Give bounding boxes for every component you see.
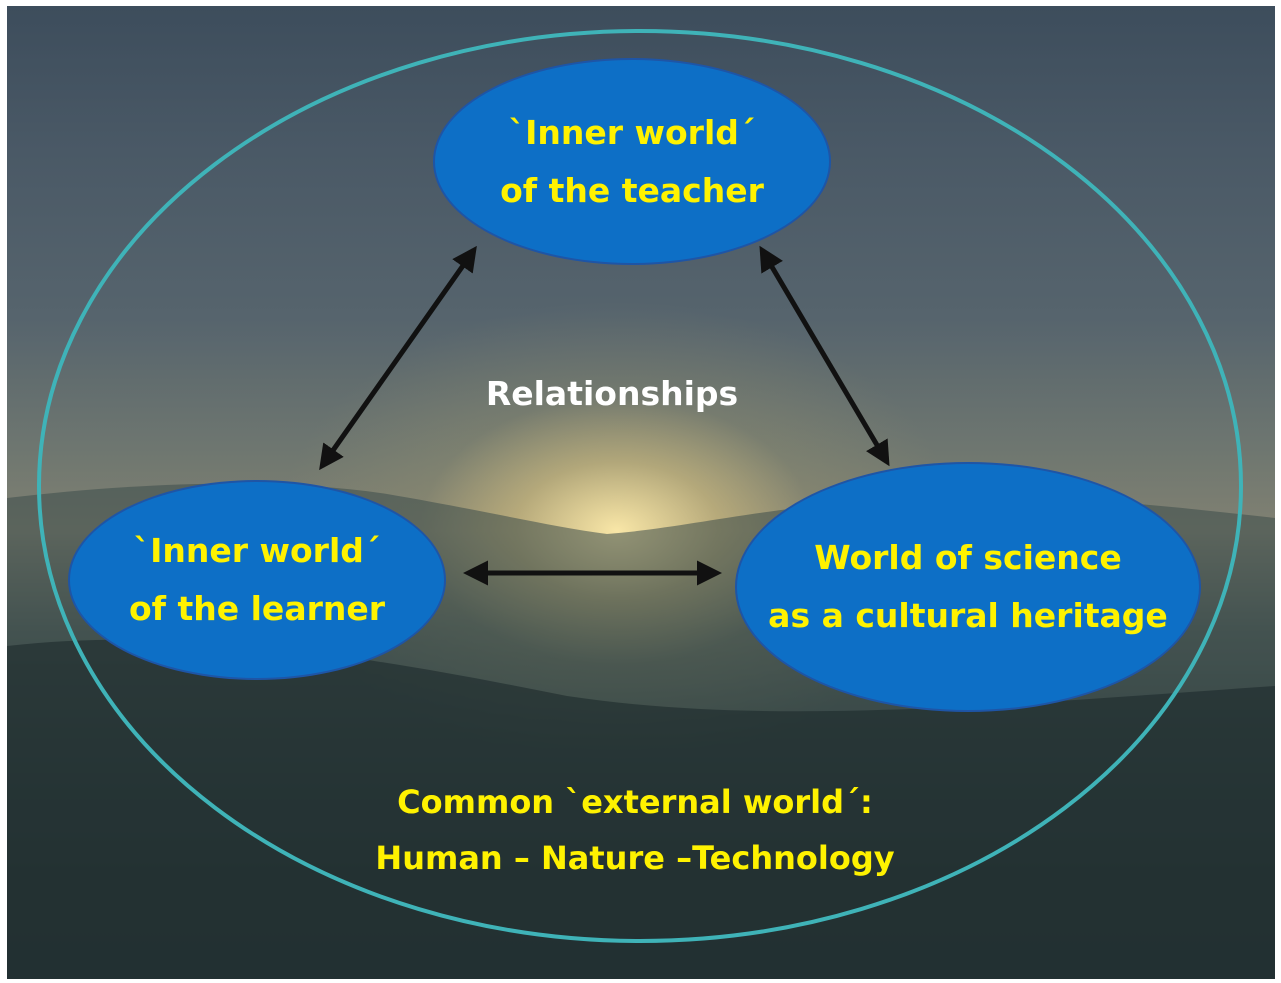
node-learner-inner-world: `Inner world´ of the learner (68, 480, 446, 680)
outer-ellipse (37, 29, 1243, 943)
node-teacher-inner-world: `Inner world´ of the teacher (433, 58, 831, 265)
arrow-teacher-science (759, 245, 890, 467)
external-world-line1: Common `external world´: (397, 783, 873, 821)
external-world-label: Common `external world´: Human – Nature … (7, 774, 1263, 886)
node-teacher-line1: `Inner world´ (508, 112, 756, 152)
relationships-label: Relationships (485, 374, 739, 413)
external-world-line2: Human – Nature –Technology (375, 839, 895, 877)
background-foreground-hills (7, 639, 1275, 979)
diagram-canvas: `Inner world´ of the teacher `Inner worl… (7, 6, 1275, 979)
node-science-line2: as a cultural heritage (768, 596, 1168, 635)
node-learner-line2: of the learner (128, 589, 386, 628)
node-learner-line1: `Inner world´ (133, 531, 381, 570)
node-teacher-line2: of the teacher (500, 170, 764, 210)
node-world-of-science: World of science as a cultural heritage (735, 462, 1201, 712)
node-science-line1: World of science (814, 538, 1122, 577)
arrow-teacher-learner (319, 245, 477, 471)
